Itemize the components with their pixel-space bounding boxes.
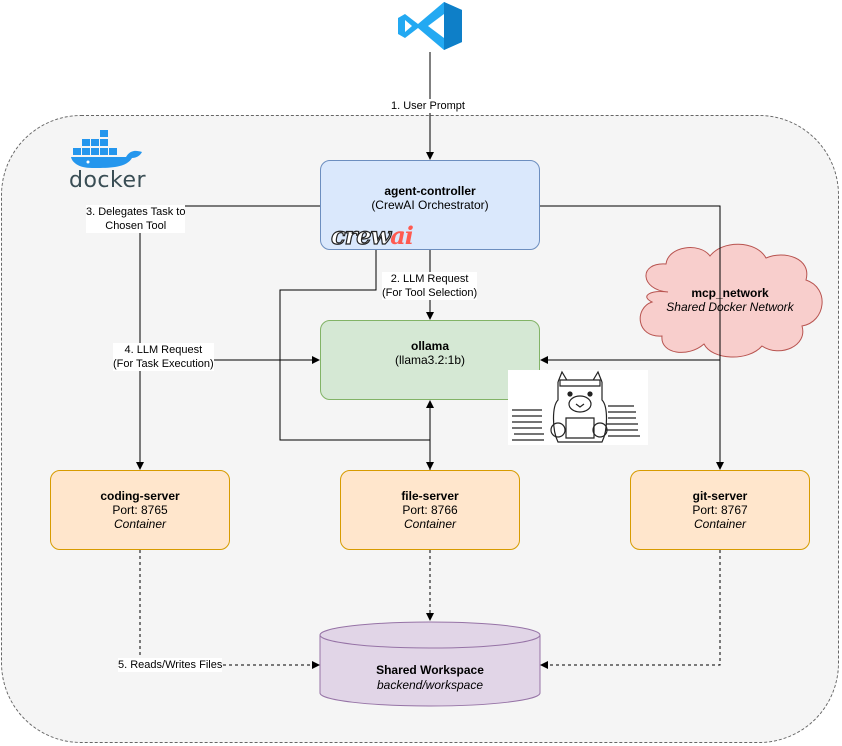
git-server-port: Port: 8767 bbox=[692, 503, 748, 517]
coding-server-title: coding-server bbox=[100, 489, 180, 503]
coding-server-node[interactable]: coding-server Port: 8765 Container bbox=[50, 470, 230, 550]
llama-mascot-icon bbox=[508, 370, 648, 445]
crewai-logo: crewai bbox=[330, 220, 414, 250]
agent-controller-node[interactable]: agent-controller (CrewAI Orchestrator) bbox=[320, 160, 540, 250]
ollama-node[interactable]: ollama (llama3.2:1b) bbox=[320, 320, 540, 400]
agent-controller-title: agent-controller bbox=[384, 184, 476, 198]
edge-label-readwrite: 5. Reads/Writes Files bbox=[118, 658, 223, 672]
mcp-network-cloud bbox=[639, 243, 823, 358]
file-server-title: file-server bbox=[401, 489, 459, 503]
edge-git-to-workspace bbox=[540, 550, 721, 669]
edge-label-llm-task: 4. LLM Request (For Task Execution) bbox=[113, 343, 214, 371]
edge-label-llm-task-line2: (For Task Execution) bbox=[113, 358, 214, 370]
git-server-title: git-server bbox=[692, 489, 748, 503]
coding-server-port: Port: 8765 bbox=[112, 503, 168, 517]
crewai-logo-crew: crew bbox=[330, 220, 391, 250]
edge-coding-to-workspace bbox=[139, 550, 320, 669]
file-server-port: Port: 8766 bbox=[402, 503, 458, 517]
docker-whale-icon bbox=[71, 130, 142, 168]
file-server-node[interactable]: file-server Port: 8766 Container bbox=[340, 470, 520, 550]
shared-workspace-node[interactable]: Shared Workspace backend/workspace bbox=[320, 663, 540, 693]
edge-label-delegate-line2: Chosen Tool bbox=[105, 220, 167, 232]
vscode-icon bbox=[398, 2, 462, 50]
file-server-kind: Container bbox=[403, 517, 457, 531]
crewai-logo-ai: ai bbox=[390, 221, 414, 250]
edge-label-delegate: 3. Delegates Task to Chosen Tool bbox=[86, 205, 186, 233]
edge-label-llm-tool-line1: 2. LLM Request bbox=[390, 273, 469, 285]
shared-workspace-subtitle: backend/workspace bbox=[376, 678, 484, 692]
agent-controller-subtitle: (CrewAI Orchestrator) bbox=[371, 198, 489, 212]
edge-label-llm-tool-line2: (For Tool Selection) bbox=[382, 287, 478, 299]
edge-delegate-coding bbox=[136, 205, 320, 470]
mcp-network-node[interactable]: mcp_network Shared Docker Network bbox=[640, 286, 820, 314]
edge-label-llm-task-line1: 4. LLM Request bbox=[124, 344, 203, 356]
mcp-network-subtitle: Shared Docker Network bbox=[666, 300, 794, 314]
ollama-subtitle: (llama3.2:1b) bbox=[394, 353, 466, 367]
mcp-network-title: mcp_network bbox=[691, 286, 769, 300]
workspace-cylinder bbox=[319, 621, 541, 707]
edge-agent-to-git bbox=[540, 205, 724, 470]
docker-wordmark: docker bbox=[69, 168, 147, 193]
ollama-title: ollama bbox=[410, 339, 449, 353]
edge-label-llm-tool: 2. LLM Request (For Tool Selection) bbox=[382, 272, 478, 300]
git-server-node[interactable]: git-server Port: 8767 Container bbox=[630, 470, 810, 550]
git-server-kind: Container bbox=[693, 517, 747, 531]
coding-server-kind: Container bbox=[113, 517, 167, 531]
edge-label-delegate-line1: 3. Delegates Task to bbox=[86, 206, 186, 218]
shared-workspace-title: Shared Workspace bbox=[376, 663, 484, 677]
edge-label-user-prompt: 1. User Prompt bbox=[391, 99, 465, 113]
